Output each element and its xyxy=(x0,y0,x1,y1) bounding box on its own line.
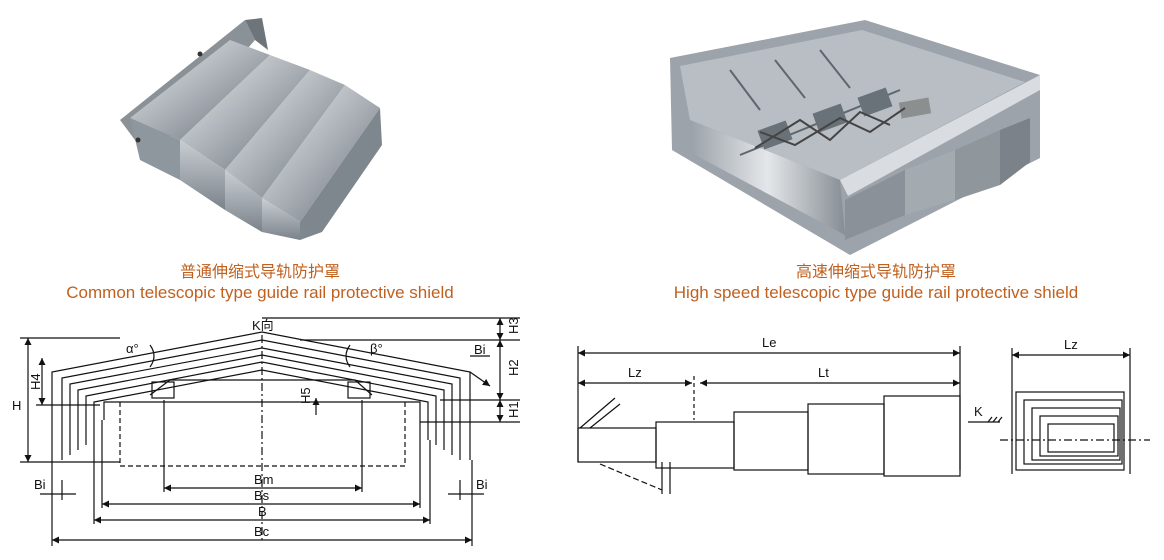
label-h2: H2 xyxy=(506,359,521,376)
drawing-end-view xyxy=(968,348,1150,474)
caption-common-shield: 普通伸缩式导轨防护罩 Common telescopic type guide … xyxy=(0,262,520,304)
label-k-view: K向 xyxy=(252,318,274,333)
label-h1: H1 xyxy=(506,401,521,418)
label-b: B xyxy=(258,504,267,519)
drawing3-labels: Lz K xyxy=(974,337,1078,419)
label-h: H xyxy=(12,398,21,413)
label-bs: Bs xyxy=(254,488,270,503)
label-h3: H3 xyxy=(506,317,521,334)
caption-high-speed-en: High speed telescopic type guide rail pr… xyxy=(673,283,1079,302)
label-lz: Lz xyxy=(628,365,642,380)
caption-high-speed-zh: 高速伸缩式导轨防护罩 xyxy=(795,262,956,281)
label-bc: Bc xyxy=(254,524,270,539)
label-bi-left: Bi xyxy=(34,477,46,492)
label-k: K xyxy=(974,404,983,419)
caption-common-en: Common telescopic type guide rail protec… xyxy=(66,283,454,302)
photo-high-speed-shield xyxy=(670,20,1040,255)
label-lz-end: Lz xyxy=(1064,337,1078,352)
label-beta: β° xyxy=(370,341,383,356)
caption-common-zh: 普通伸缩式导轨防护罩 xyxy=(179,262,340,281)
drawing-side-view xyxy=(577,346,961,494)
photo-common-shield xyxy=(120,18,382,240)
label-lt: Lt xyxy=(818,365,829,380)
label-bm: Bm xyxy=(254,472,274,487)
label-le: Le xyxy=(762,335,776,350)
caption-high-speed-shield: 高速伸缩式导轨防护罩 High speed telescopic type gu… xyxy=(588,262,1164,304)
drawing-cross-section xyxy=(20,317,520,546)
label-h4: H4 xyxy=(28,373,43,390)
label-bi-top: Bi xyxy=(474,342,486,357)
drawing2-labels: Le Lz Lt xyxy=(628,335,829,380)
label-h5: H5 xyxy=(298,387,313,404)
label-bi-right: Bi xyxy=(476,477,488,492)
label-alpha: α° xyxy=(126,341,139,356)
drawing1-labels: K向 α° β° H H4 H3 H2 H1 H5 Bi Bi Bi Bm Bs… xyxy=(12,317,521,539)
